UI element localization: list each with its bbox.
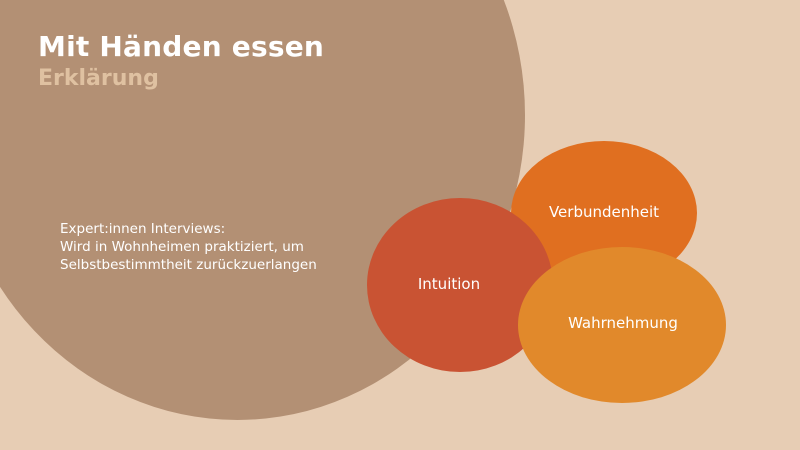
bubble-wahrnehmung: Wahrnehmung — [518, 247, 726, 403]
bubble-verbundenheit-label: Verbundenheit — [548, 203, 660, 221]
body-line-3: Selbstbestimmtheit zurückzuerlangen — [60, 257, 317, 273]
slide-title: Mit Händen essen — [38, 30, 325, 63]
bubble-wahrnehmung-label: Wahrnehmung — [568, 314, 678, 332]
bubble-intuition-label: Intuition — [417, 274, 481, 293]
body-text: Expert:innen Interviews: Wird in Wohnhei… — [60, 220, 360, 274]
body-line-2: Wird in Wohnheimen praktiziert, um — [60, 239, 304, 255]
slide-subtitle: Erklärung — [38, 66, 159, 91]
body-line-1: Expert:innen Interviews: — [60, 221, 226, 237]
